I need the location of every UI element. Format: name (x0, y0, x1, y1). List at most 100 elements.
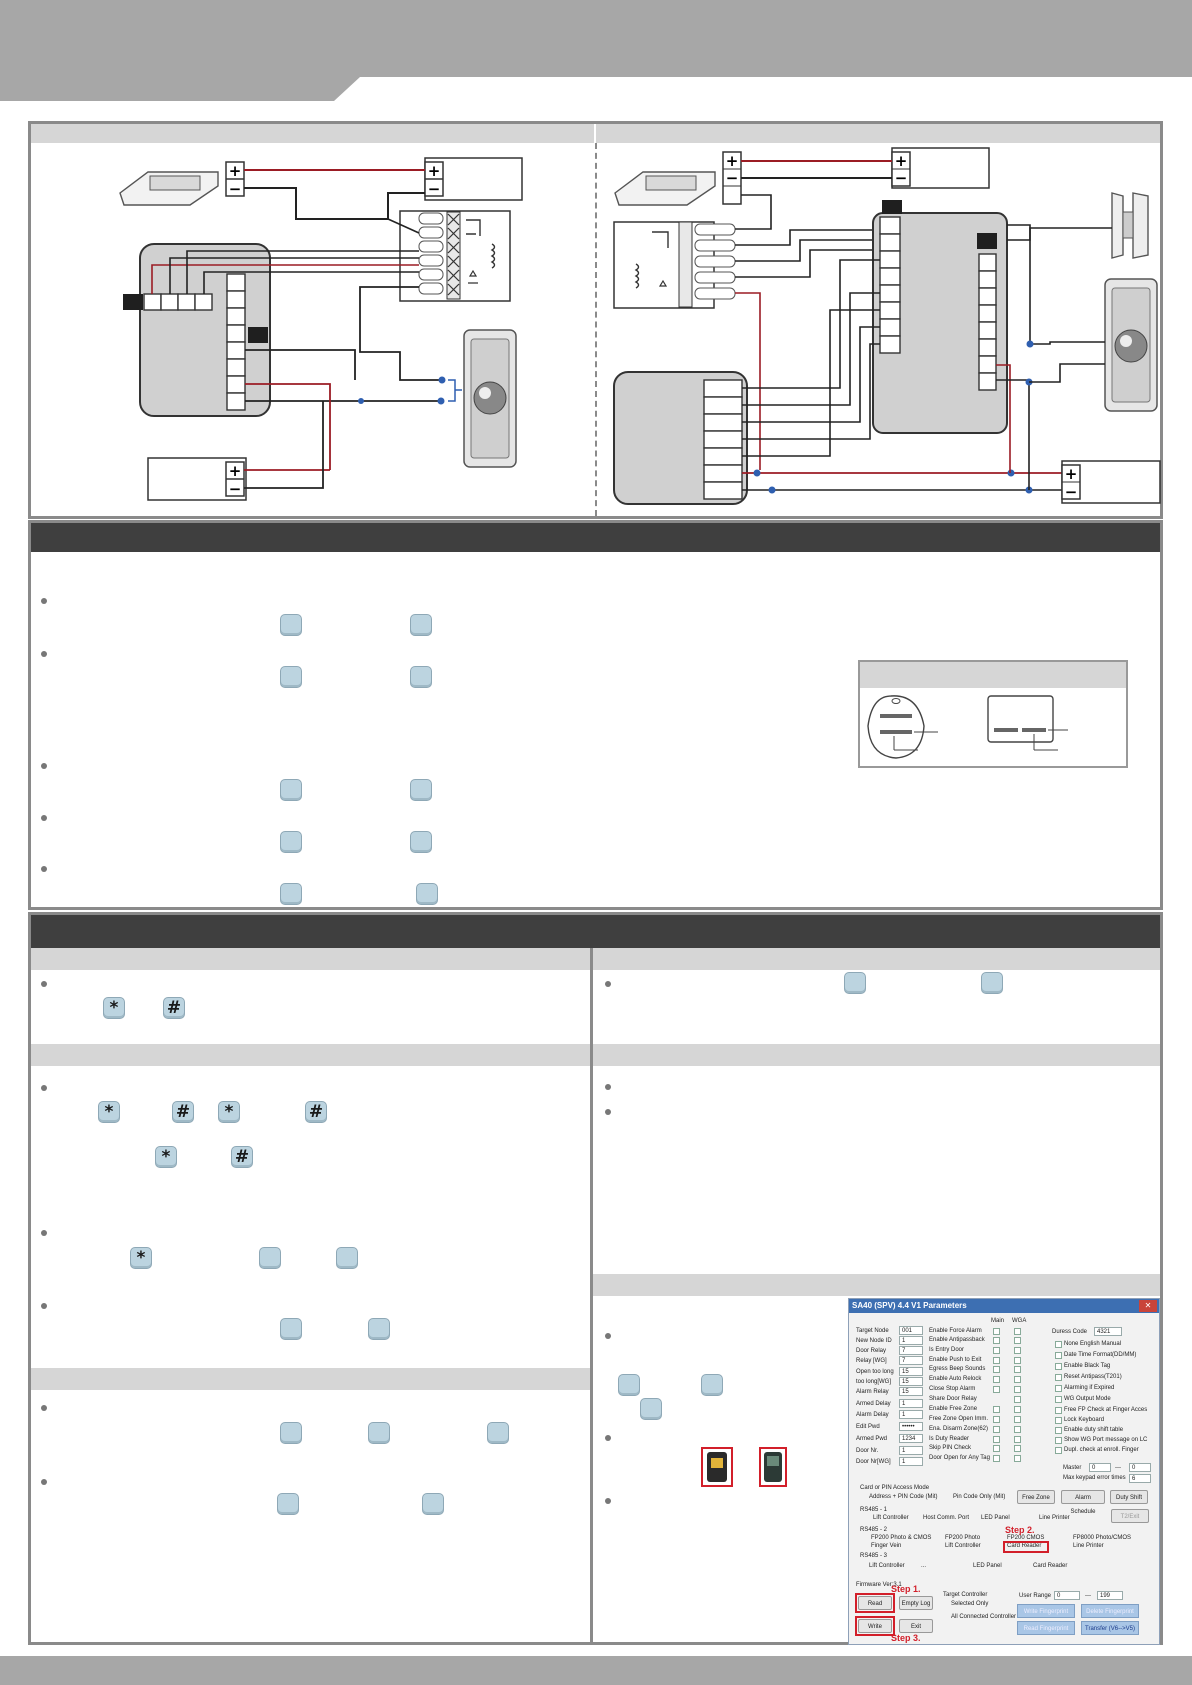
checkbox[interactable] (1055, 1385, 1062, 1392)
checkbox[interactable] (1014, 1328, 1021, 1335)
checkbox[interactable] (1014, 1396, 1021, 1403)
rs485-option[interactable]: Card Reader (1033, 1563, 1068, 1569)
access-option[interactable]: Pin Code Only (Mit) (953, 1494, 1006, 1500)
t2-exit-button[interactable]: T2/Exit (1111, 1509, 1149, 1523)
target-controller-option[interactable]: All Connected Controller (951, 1614, 1017, 1620)
master-field-2[interactable]: 0 (1129, 1463, 1151, 1472)
rs485-option[interactable]: LED Panel (973, 1563, 1002, 1569)
checkbox[interactable] (993, 1366, 1000, 1373)
keypad-error-label: Max keypad error times (1063, 1475, 1126, 1481)
checkbox[interactable] (1014, 1376, 1021, 1383)
checkbox[interactable] (993, 1445, 1000, 1452)
checkbox[interactable] (1055, 1437, 1062, 1444)
delete-fingerprint-button[interactable]: Delete Fingerprint (1081, 1604, 1139, 1618)
checkbox[interactable] (1055, 1341, 1062, 1348)
checkbox[interactable] (993, 1337, 1000, 1344)
parameters-window: SA40 (SPV) 4.4 V1 Parameters ✕ Main WGA … (848, 1298, 1160, 1645)
rs485-option[interactable]: Line Printer (1039, 1515, 1070, 1521)
option-label: Lock Keyboard (1064, 1417, 1105, 1423)
checkbox[interactable] (993, 1328, 1000, 1335)
alarm-schedule-button[interactable]: Alarm Schedule (1061, 1490, 1105, 1515)
rs485-option[interactable]: FP200 Photo (945, 1535, 981, 1541)
checkbox[interactable] (1055, 1374, 1062, 1381)
keypad-error-field[interactable]: 6 (1129, 1474, 1151, 1483)
rs485-option[interactable]: Lift Controller (873, 1515, 909, 1521)
user-range-to[interactable]: 199 (1097, 1591, 1123, 1600)
electric-lock-icon (119, 171, 219, 206)
rs485-option[interactable]: Host Comm. Port (923, 1515, 970, 1521)
checkbox[interactable] (993, 1347, 1000, 1354)
rs485-option[interactable]: FP200 CMOS (1007, 1535, 1045, 1541)
rs485-option[interactable]: FP8000 Photo/CMOS (1073, 1535, 1132, 1541)
exit-button[interactable]: Exit (899, 1619, 933, 1633)
keypad-key-hash: # (231, 1146, 253, 1168)
transfer-button[interactable]: Transfer (V6-->V5) (1081, 1621, 1139, 1635)
checkbox[interactable] (1055, 1352, 1062, 1359)
empty-log-button[interactable]: Empty Log (899, 1596, 933, 1610)
field-relay-wg[interactable]: 7 (899, 1356, 923, 1365)
checkbox[interactable] (1055, 1407, 1062, 1414)
field-armed-pwd[interactable]: 1234 (899, 1434, 923, 1443)
checkbox[interactable] (1055, 1363, 1062, 1370)
field-target-node[interactable]: 001 (899, 1326, 923, 1335)
checkbox[interactable] (1055, 1427, 1062, 1434)
rs485-option[interactable]: Line Printer (1073, 1543, 1104, 1549)
field-new-node-id[interactable]: 1 (899, 1336, 923, 1345)
field-alarm-relay[interactable]: 15 (899, 1387, 923, 1396)
checkbox[interactable] (1014, 1386, 1021, 1393)
checkbox[interactable] (1055, 1447, 1062, 1454)
rs485-option-card-reader[interactable]: Card Reader (1007, 1543, 1042, 1549)
user-range-from[interactable]: 0 (1054, 1591, 1080, 1600)
checkbox[interactable] (1055, 1417, 1062, 1424)
free-zone-button[interactable]: Free Zone (1017, 1490, 1055, 1504)
checkbox[interactable] (993, 1357, 1000, 1364)
field-door-relay[interactable]: 7 (899, 1346, 923, 1355)
header-banner (0, 0, 1192, 101)
checkbox[interactable] (1014, 1455, 1021, 1462)
duty-shift-button[interactable]: Duty Shift (1110, 1490, 1148, 1504)
field-edit-pwd[interactable]: •••••• (899, 1422, 923, 1431)
rs485-option[interactable]: FP200 Photo & CMOS (871, 1535, 932, 1541)
checkbox[interactable] (993, 1436, 1000, 1443)
read-fingerprint-button[interactable]: Read Fingerprint (1017, 1621, 1075, 1635)
bullet (41, 1303, 47, 1309)
checkbox[interactable] (1014, 1347, 1021, 1354)
field-door-nr[interactable]: 1 (899, 1446, 923, 1455)
checkbox[interactable] (1014, 1366, 1021, 1373)
rs485-option[interactable]: LED Panel (981, 1515, 1010, 1521)
field-armed-delay[interactable]: 1 (899, 1399, 923, 1408)
rs485-option[interactable]: Lift Controller (945, 1543, 981, 1549)
checkbox[interactable] (1055, 1396, 1062, 1403)
bullet (605, 981, 611, 987)
close-icon[interactable]: ✕ (1139, 1300, 1157, 1312)
rs485-option[interactable]: Finger Vein (871, 1543, 902, 1549)
access-option[interactable]: Address + PIN Code (Mit) (869, 1494, 938, 1500)
checkbox[interactable] (993, 1416, 1000, 1423)
checkbox[interactable] (1014, 1406, 1021, 1413)
write-fingerprint-button[interactable]: Write Fingerprint (1017, 1604, 1075, 1618)
read-button[interactable]: Read (858, 1596, 892, 1610)
rs485-option[interactable]: Lift Controller (869, 1563, 905, 1569)
checkbox[interactable] (1014, 1426, 1021, 1433)
write-button[interactable]: Write (858, 1619, 892, 1633)
checkbox[interactable] (1014, 1436, 1021, 1443)
checkbox[interactable] (993, 1386, 1000, 1393)
checkbox[interactable] (993, 1406, 1000, 1413)
bullet (41, 1405, 47, 1411)
checkbox[interactable] (993, 1426, 1000, 1433)
master-field[interactable]: 0 (1089, 1463, 1111, 1472)
field-alarm-delay[interactable]: 1 (899, 1410, 923, 1419)
checkbox[interactable] (993, 1376, 1000, 1383)
checkbox[interactable] (1014, 1337, 1021, 1344)
field-door-nr-wg[interactable]: 1 (899, 1457, 923, 1466)
duress-field[interactable]: 4321 (1094, 1327, 1122, 1336)
checkbox[interactable] (1014, 1445, 1021, 1452)
field-open-too-long[interactable]: 15 (899, 1367, 923, 1376)
checkbox[interactable] (1014, 1416, 1021, 1423)
target-controller-option[interactable]: Selected Only (951, 1601, 989, 1607)
step2-label: Step 2. (1005, 1525, 1035, 1535)
checkbox[interactable] (1014, 1357, 1021, 1364)
rs485-option[interactable]: ... (921, 1563, 927, 1569)
checkbox[interactable] (993, 1455, 1000, 1462)
field-too-long-wg[interactable]: 15 (899, 1377, 923, 1386)
